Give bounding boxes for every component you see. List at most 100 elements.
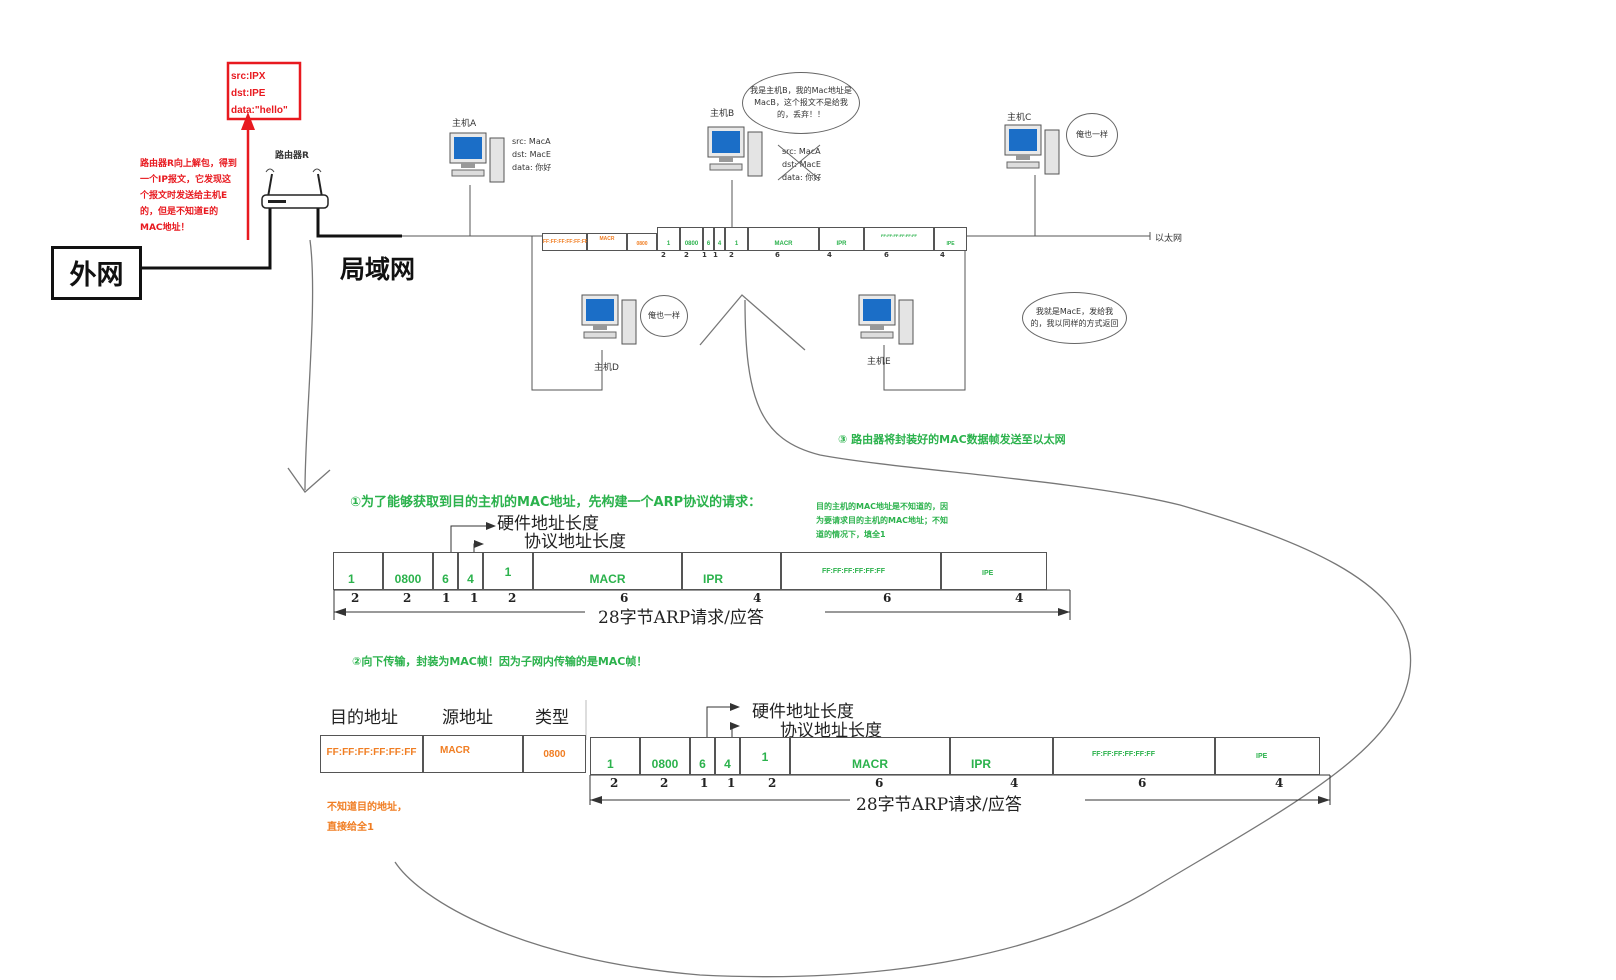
router-label: 路由器R [275, 151, 309, 161]
size: 4 [753, 591, 762, 605]
packet-src: src:IPX [231, 71, 266, 82]
packet-dst: dst:IPE [231, 88, 266, 99]
bus-frame-field: MACR [774, 241, 793, 247]
arp-field: 0800 [651, 757, 679, 771]
bus-frame-field: IPR [836, 241, 847, 247]
size: 6 [883, 591, 892, 605]
size: 6 [1138, 776, 1147, 790]
computer-icon [858, 294, 914, 345]
size: 6 [875, 776, 884, 790]
mac-field: 0800 [543, 749, 566, 760]
bus-frame-type: 0800 [636, 241, 648, 247]
bus-frame-field: 6 [706, 241, 711, 247]
computer-icon [449, 132, 505, 183]
bus-frame-src: MACR [599, 236, 615, 242]
size: 2 [729, 251, 734, 259]
size: 4 [827, 251, 832, 259]
ethernet-label: 以太网 [1155, 234, 1183, 244]
arp-field: FF:FF:FF:FF:FF:FF [822, 568, 885, 575]
mac-total-label: 28字节ARP请求/应答 [856, 795, 1022, 815]
size: 2 [684, 251, 689, 259]
host-a-src: src: MacA [512, 137, 551, 146]
bus-frame-field: 0800 [684, 241, 699, 247]
mac-field: FF:FF:FF:FF:FF:FF [326, 747, 417, 758]
arp-field: 1 [348, 572, 355, 586]
arp-field: MACR [852, 757, 888, 771]
host-c-name: 主机C [1007, 113, 1032, 123]
host-c-bubble: 俺也一样 [1066, 113, 1118, 157]
size: 1 [470, 591, 479, 605]
size: 6 [620, 591, 629, 605]
mac-header-type: 类型 [535, 708, 569, 728]
arp-field: 0800 [394, 572, 422, 586]
arp-field: IPR [971, 757, 992, 771]
host-b-bubble: 我是主机B，我的Mac地址是MacB，这个报文不是给我的，丢弃！！ [742, 72, 860, 134]
host-e-bubble: 我就是MacE，发给我的，我以同样的方式返回 [1022, 292, 1127, 344]
lan-label: 局域网 [340, 255, 416, 284]
size: 1 [442, 591, 451, 605]
arp-field: 6 [699, 757, 706, 771]
mac-header-dst: 目的地址 [330, 708, 398, 728]
mac-header-src: 源地址 [442, 708, 493, 728]
size: 2 [660, 776, 669, 790]
arp-field: 6 [442, 572, 449, 586]
computer-icon [1004, 124, 1060, 175]
bus-frame: FF:FF:FF:FF:FF:FF MACR 0800 1 0800 6 4 1… [542, 227, 967, 251]
arp-hw-len-label: 硬件地址长度 [497, 514, 599, 534]
packet-data: data:"hello" [231, 105, 288, 116]
size: 2 [508, 591, 517, 605]
bus-frame-dst: FF:FF:FF:FF:FF:FF [543, 239, 588, 245]
host-a-data: data: 你好 [512, 163, 552, 172]
arp-field: 4 [467, 572, 474, 586]
cross-mark [777, 144, 821, 181]
host-b-src: src: MacA [782, 147, 821, 156]
size: 6 [884, 251, 889, 259]
arp-field: 1 [504, 565, 512, 579]
size: 1 [713, 251, 718, 259]
step3-text: ③ 路由器将封装好的MAC数据帧发送至以太网 [838, 433, 1066, 446]
mac-proto-len-label: 协议地址长度 [780, 721, 882, 741]
arp-field: FF:FF:FF:FF:FF:FF [1092, 751, 1155, 758]
host-d-bubble: 俺也一样 [640, 295, 688, 337]
size: 2 [768, 776, 777, 790]
size: 4 [1275, 776, 1284, 790]
mac-arp-fields: 1 0800 6 4 1 MACR IPR FF:FF:FF:FF:FF:FF … [590, 737, 1330, 775]
arp-field: 1 [761, 750, 769, 764]
size: 1 [700, 776, 709, 790]
arp-field: 4 [724, 757, 731, 771]
bus-frame-field: 1 [666, 241, 671, 247]
arp-field: IPE [982, 570, 994, 577]
size: 2 [610, 776, 619, 790]
router-note: 路由器R向上解包，得到一个IP报文，它发现这个报文时发送给主机E的，但是不知道E… [140, 159, 237, 233]
host-d-name: 主机D [594, 363, 619, 373]
host-a-dst: dst: MacE [512, 150, 551, 159]
bus-frame-field: FF:FF:FF:FF:FF:FF [881, 233, 917, 238]
bus-frame-field: 4 [717, 241, 722, 247]
arp-note: 目的主机的MAC地址是不知道的，因为要请求目的主机的MAC地址；不知道的情况下，… [816, 502, 949, 539]
computer-icon [707, 126, 763, 177]
size: 6 [775, 251, 780, 259]
arp-total-label: 28字节ARP请求/应答 [598, 608, 764, 628]
size: 2 [351, 591, 360, 605]
mac-field: MACR [440, 745, 470, 756]
arp-field: IPE [1256, 753, 1268, 760]
arp-field: MACR [589, 572, 626, 586]
arp-field: IPR [703, 572, 724, 586]
mac-note: 不知道目的地址，直接给全1 [327, 802, 407, 833]
wan-box [51, 246, 142, 300]
size: 1 [727, 776, 736, 790]
router-icon [261, 168, 329, 209]
size: 1 [702, 251, 707, 259]
computer-icon [581, 294, 637, 345]
size: 2 [403, 591, 412, 605]
host-b-name: 主机B [710, 109, 735, 119]
size: 2 [661, 251, 666, 259]
mac-hw-len-label: 硬件地址长度 [752, 702, 854, 722]
host-b-data: data: 你好 [782, 173, 822, 182]
arp-field: 1 [607, 757, 614, 771]
arp-proto-len-label: 协议地址长度 [524, 532, 626, 552]
bus-frame-field: IPE [946, 241, 955, 247]
size: 4 [1015, 591, 1024, 605]
size: 4 [1010, 776, 1019, 790]
